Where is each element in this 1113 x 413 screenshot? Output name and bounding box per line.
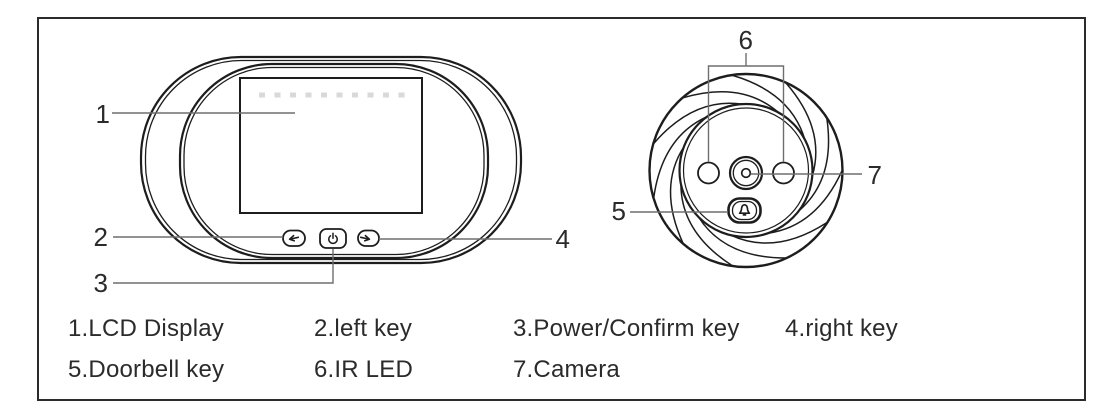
swirl-blade [653,102,743,144]
callout-5-doorbell-key: 5 [611,196,627,226]
legend-doorbell-key: 5.Doorbell key [68,356,225,383]
outdoor-unit-inner-ring-inner-line [682,107,810,234]
outdoor-unit-outer-ring [648,72,844,269]
callout-3-power-confirm-key: 3 [93,268,109,298]
lcd-screen [239,77,423,214]
ir-led-left [697,161,720,185]
callout-2-left-key: 2 [93,222,109,252]
leader-lines [112,53,862,284]
swirl-blade [683,90,779,114]
swirl-blade [680,183,733,267]
bell-icon [738,203,751,216]
legend-camera: 7.Camera [513,356,620,383]
swirl-blade [732,74,806,140]
swirl-blade [768,170,843,234]
legend-ir-led: 6.IR LED [314,356,413,383]
power-confirm-button [319,228,347,249]
leader-power-confirm-key [113,249,334,284]
legend-right-key: 4.right key [785,315,898,342]
swirl-blade [798,118,830,212]
legend-left-key: 2.left key [314,315,413,342]
callout-6-ir-led: 6 [738,25,754,55]
swirl-blade [785,82,817,177]
swirl-blade [730,222,828,244]
power-icon [328,232,338,245]
right-key-button [357,229,380,247]
indoor-unit-outer-shell [139,55,523,265]
legend-lcd-display: 1.LCD Display [68,315,224,342]
swirl-blades [653,74,843,267]
doorbell-button [727,197,762,224]
swirl-blade [669,146,685,244]
outdoor-unit-inner-ring [678,102,814,239]
indoor-unit-inner-shell-inner-line [183,66,485,256]
swirl-blade [653,116,708,198]
left-key-button [282,229,306,247]
indoor-unit-outer-shell-inner-line [144,59,518,261]
outdoor-unit [648,72,844,269]
swirl-blade [697,216,786,259]
leader-ir-led-bracket [707,65,785,162]
left-arrow-icon [288,234,300,242]
legend-power-confirm-key: 3.Power/Confirm key [513,315,740,342]
diagram-border [37,17,1086,401]
callout-1-lcd-display: 1 [95,99,111,129]
camera-lens [728,155,764,191]
callout-4-right-key: 4 [555,224,571,254]
ir-led-right [772,161,795,185]
callout-7-camera: 7 [867,160,883,190]
right-arrow-icon [359,234,371,242]
indoor-unit-inner-shell [178,62,490,260]
indoor-unit [139,55,523,265]
